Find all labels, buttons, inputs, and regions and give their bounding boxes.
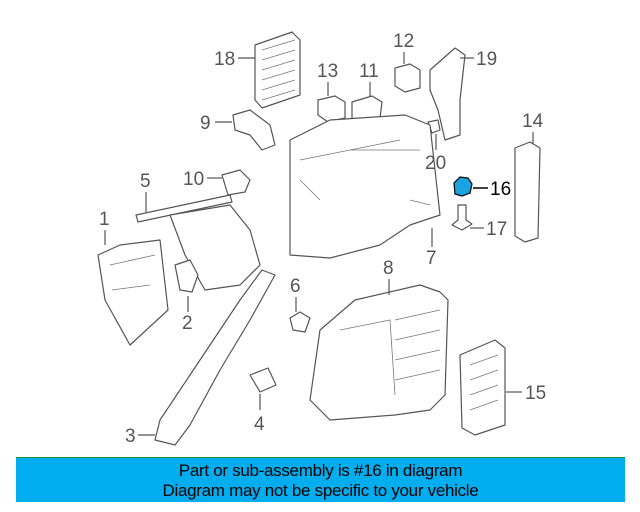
- part-2[interactable]: [174, 259, 199, 293]
- part-14[interactable]: [514, 141, 541, 243]
- callout-9: 9: [200, 113, 211, 134]
- part-19[interactable]: [429, 47, 466, 141]
- callout-13: 13: [317, 61, 338, 82]
- callout-17: 17: [486, 219, 507, 240]
- callout-3: 3: [125, 426, 136, 447]
- part-10[interactable]: [221, 169, 251, 196]
- callout-2: 2: [182, 313, 193, 334]
- callout-5: 5: [140, 171, 151, 192]
- part-3[interactable]: [154, 269, 276, 446]
- part-8[interactable]: [309, 284, 449, 421]
- callout-1: 1: [99, 209, 110, 230]
- part-1[interactable]: [97, 239, 169, 346]
- callout-labels: 1 2 3 4 5 6 7 8 9 10 11 12 13 14 15 16 1…: [99, 31, 546, 447]
- part-16[interactable]: [453, 176, 473, 197]
- callout-7: 7: [426, 248, 437, 269]
- callout-20: 20: [425, 153, 446, 174]
- part-5[interactable]: [135, 194, 233, 223]
- part-7[interactable]: [289, 114, 441, 259]
- callout-16: 16: [490, 179, 511, 200]
- callout-8: 8: [383, 258, 394, 279]
- callout-14: 14: [522, 111, 544, 132]
- callout-19: 19: [476, 49, 497, 70]
- callout-11: 11: [359, 61, 379, 82]
- callout-18: 18: [214, 49, 235, 70]
- part-15[interactable]: [459, 339, 506, 436]
- part-18[interactable]: [254, 31, 301, 109]
- callout-15: 15: [525, 383, 546, 404]
- banner-line-1: Part or sub-assembly is #16 in diagram: [178, 461, 463, 480]
- banner-line-2: Diagram may not be specific to your vehi…: [162, 481, 479, 500]
- part-13[interactable]: [317, 95, 346, 123]
- part-4[interactable]: [249, 367, 277, 393]
- callout-12: 12: [393, 31, 414, 52]
- part-17[interactable]: [451, 204, 473, 231]
- callout-10: 10: [183, 169, 204, 190]
- callout-4: 4: [254, 414, 265, 435]
- callout-6: 6: [290, 276, 301, 297]
- part-9[interactable]: [232, 109, 276, 151]
- part-12[interactable]: [394, 63, 421, 93]
- part-6[interactable]: [289, 311, 311, 333]
- part-info-banner: Part or sub-assembly is #16 in diagram D…: [16, 457, 625, 502]
